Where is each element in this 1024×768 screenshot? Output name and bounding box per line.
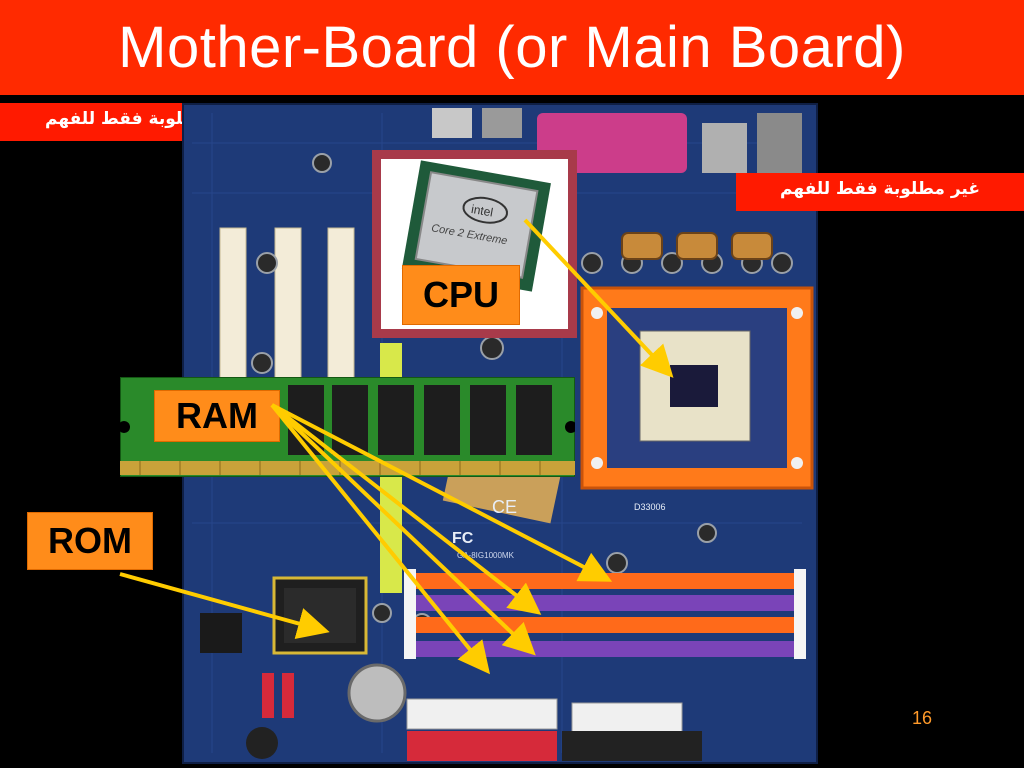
slide-title: Mother-Board (or Main Board)	[118, 15, 906, 80]
ram-label: RAM	[154, 390, 280, 442]
chip-brand-text: intel	[470, 202, 494, 220]
ce-mark: CE	[492, 497, 517, 517]
board-code: D33006	[634, 502, 666, 512]
title-bar: Mother-Board (or Main Board)	[0, 0, 1024, 95]
arabic-note-right: غير مطلوبة فقط للفهم	[736, 173, 1024, 211]
rom-label: ROM	[27, 512, 153, 570]
cpu-label: CPU	[402, 265, 520, 325]
page-number: 16	[912, 708, 933, 728]
model-marking: GA-8IG1000MK	[457, 551, 515, 560]
fc-mark: FC	[452, 530, 474, 547]
